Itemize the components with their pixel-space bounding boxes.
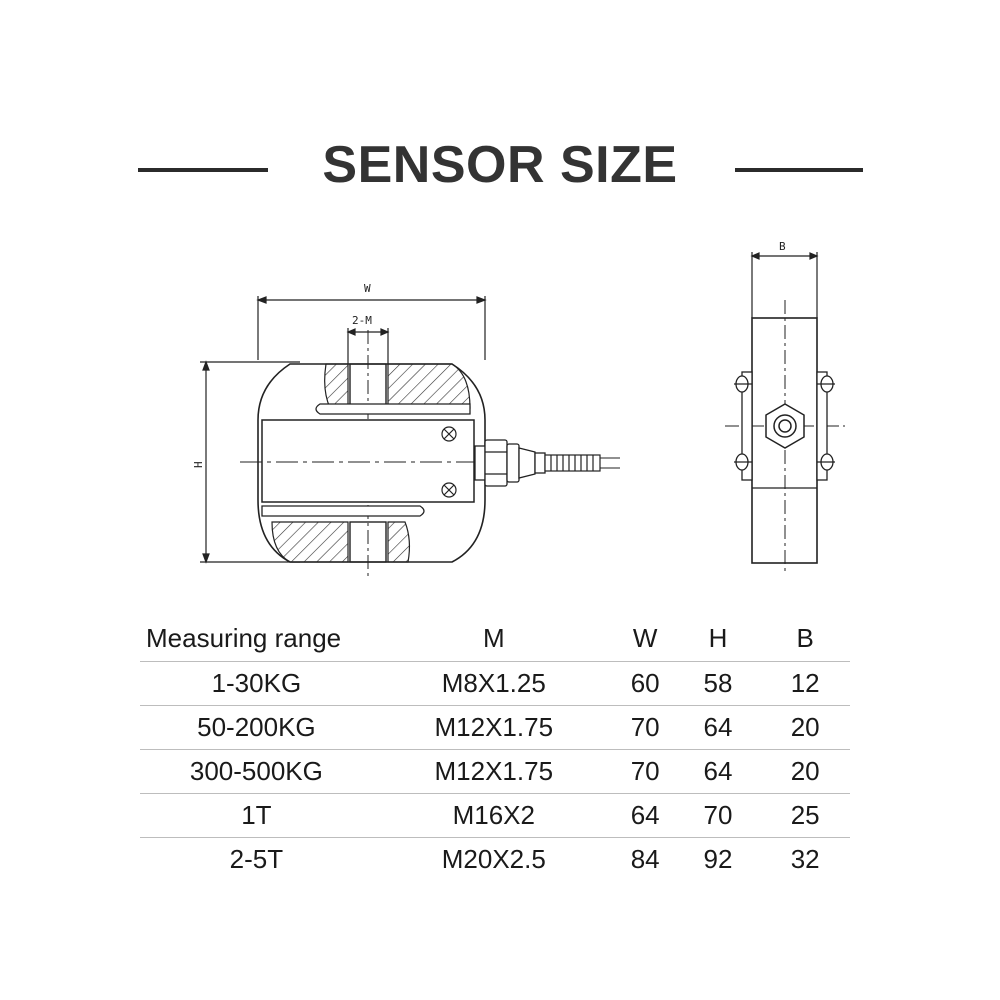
front-view: W 2-M H xyxy=(192,282,620,580)
lower-slot xyxy=(261,505,425,517)
screw-top xyxy=(441,426,457,442)
height-dimension xyxy=(200,360,300,564)
cell-b: 20 xyxy=(760,749,850,794)
cell-b: 25 xyxy=(760,793,850,838)
thread-label: 2-M xyxy=(352,314,372,327)
sensor-drawing: W 2-M H xyxy=(192,240,845,580)
top-hatch-left xyxy=(324,363,349,409)
table-row: 1T M16X2 64 70 25 xyxy=(140,793,850,838)
left-bracket xyxy=(734,371,753,481)
cell-h: 92 xyxy=(675,837,761,881)
cell-w: 60 xyxy=(614,661,676,706)
table-header-row: Measuring range M W H B xyxy=(140,615,850,662)
table-row: 1-30KG M8X1.25 60 58 12 xyxy=(140,661,850,706)
depth-label: B xyxy=(779,240,786,253)
cell-range: 2-5T xyxy=(140,837,373,881)
cell-m: M20X2.5 xyxy=(372,837,615,881)
height-label: H xyxy=(192,461,205,468)
page-title: SENSOR SIZE xyxy=(322,136,678,194)
cell-b: 20 xyxy=(760,705,850,750)
cell-range: 50-200KG xyxy=(140,705,373,750)
thread-dimension xyxy=(346,328,390,370)
header-measuring-range: Measuring range xyxy=(146,622,342,653)
width-label: W xyxy=(364,282,371,295)
center-beam xyxy=(261,419,475,503)
cell-range: 1T xyxy=(140,793,373,838)
bottom-hatch-left xyxy=(271,521,349,563)
width-dimension xyxy=(256,296,487,360)
cell-w: 70 xyxy=(614,749,676,794)
header-h: H xyxy=(708,622,728,653)
title-rule-right xyxy=(735,168,863,172)
cable xyxy=(544,454,620,472)
cell-range: 1-30KG xyxy=(140,661,373,706)
cell-h: 70 xyxy=(675,793,761,838)
cell-h: 58 xyxy=(675,661,761,706)
header-w: W xyxy=(632,622,658,653)
title-block: SENSOR SIZE xyxy=(0,135,1000,205)
cell-m: M16X2 xyxy=(372,793,615,838)
cell-range: 300-500KG xyxy=(140,749,373,794)
table-row: 50-200KG M12X1.75 70 64 20 xyxy=(140,705,850,750)
cell-w: 64 xyxy=(614,793,676,838)
top-hatch-right xyxy=(387,363,471,409)
cell-b: 12 xyxy=(760,661,850,706)
cell-m: M12X1.75 xyxy=(372,749,615,794)
table-row: 2-5T M20X2.5 84 92 32 xyxy=(140,837,850,881)
spec-table: Measuring range M W H B 1-30KG M8X1.25 6… xyxy=(140,615,850,881)
cable-gland xyxy=(474,439,546,487)
depth-dimension xyxy=(750,252,819,318)
right-bracket xyxy=(816,371,835,481)
hex-nut xyxy=(765,403,805,449)
cell-m: M8X1.25 xyxy=(372,661,615,706)
upper-slot xyxy=(315,403,471,415)
side-view: B xyxy=(725,240,845,575)
bottom-hatch-right xyxy=(387,521,411,563)
cell-w: 70 xyxy=(614,705,676,750)
cell-h: 64 xyxy=(675,749,761,794)
cell-h: 64 xyxy=(675,705,761,750)
table-row: 300-500KG M12X1.75 70 64 20 xyxy=(140,749,850,794)
cell-b: 32 xyxy=(760,837,850,881)
header-m: M xyxy=(482,622,505,653)
screw-bottom xyxy=(441,482,457,498)
cell-m: M12X1.75 xyxy=(372,705,615,750)
cell-w: 84 xyxy=(614,837,676,881)
title-rule-left xyxy=(138,168,268,172)
header-b: B xyxy=(796,622,814,653)
